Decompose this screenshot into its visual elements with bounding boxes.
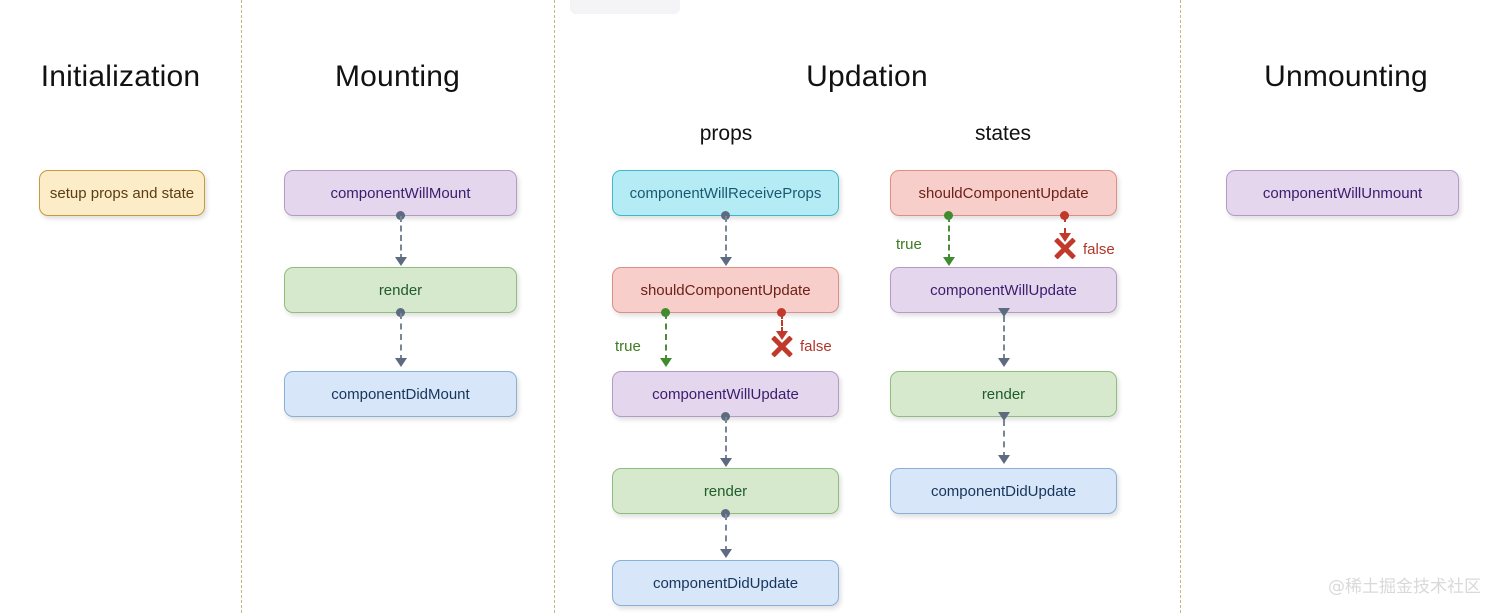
connector-line-states-1 (1003, 316, 1005, 360)
connector-arrow-props-1 (720, 257, 732, 266)
connector-arrow-mounting-2 (395, 358, 407, 367)
blocked-x-icon-props (769, 333, 795, 359)
node-mounting-render[interactable]: render (284, 267, 517, 313)
watermark: @稀土掘金技术社区 (1328, 577, 1481, 597)
branch-line-states-true (948, 216, 950, 260)
connector-line-props-3 (725, 514, 727, 552)
branch-line-props-false (781, 313, 783, 333)
phase-title-updation: Updation (806, 60, 928, 93)
top-cutoff-artifact (570, 0, 680, 14)
branch-arrow-props-true (660, 358, 672, 367)
connector-arrow-states-2 (998, 455, 1010, 464)
phase-title-unmounting: Unmounting (1264, 60, 1428, 93)
node-props-component-will-update[interactable]: componentWillUpdate (612, 371, 839, 417)
connector-dot-props-3 (721, 509, 730, 518)
connector-dot-mounting-2 (396, 308, 405, 317)
connector-line-props-2 (725, 417, 727, 461)
connector-arrow-states-1 (998, 358, 1010, 367)
node-states-component-did-update[interactable]: componentDidUpdate (890, 468, 1117, 514)
connector-arrow-props-3 (720, 549, 732, 558)
branch-arrow-props-false (776, 331, 788, 340)
connector-arrow-states-top-1 (998, 308, 1010, 317)
subheader-states: states (974, 122, 1032, 145)
connector-arrow-props-2 (720, 458, 732, 467)
subheader-props: props (699, 122, 753, 145)
connector-line-states-2 (1003, 420, 1005, 458)
connector-line-mounting-1 (400, 216, 402, 260)
branch-dot-props-false (777, 308, 786, 317)
divider-updation-unmounting (1180, 0, 1181, 613)
connector-line-props-1 (725, 216, 727, 260)
branch-dot-states-false (1060, 211, 1069, 220)
phase-title-initialization: Initialization (40, 60, 201, 93)
connector-dot-props-1 (721, 211, 730, 220)
connector-dot-props-2 (721, 412, 730, 421)
branch-label-states-true: true (896, 236, 922, 253)
node-component-will-receive-props[interactable]: componentWillReceiveProps (612, 170, 839, 216)
node-states-render[interactable]: render (890, 371, 1117, 417)
node-states-should-component-update[interactable]: shouldComponentUpdate (890, 170, 1117, 216)
branch-arrow-states-false (1059, 233, 1071, 242)
blocked-x-icon-states (1052, 235, 1078, 261)
branch-dot-props-true (661, 308, 670, 317)
branch-label-states-false: false (1083, 241, 1115, 258)
node-component-will-mount[interactable]: componentWillMount (284, 170, 517, 216)
node-props-render[interactable]: render (612, 468, 839, 514)
branch-line-props-true (665, 313, 667, 361)
node-component-did-mount[interactable]: componentDidMount (284, 371, 517, 417)
node-setup-props-and-state[interactable]: setup props and state (39, 170, 205, 216)
branch-label-props-true: true (615, 338, 641, 355)
divider-mounting-updation (554, 0, 555, 613)
connector-arrow-states-top-2 (998, 412, 1010, 421)
node-states-component-will-update[interactable]: componentWillUpdate (890, 267, 1117, 313)
node-component-will-unmount[interactable]: componentWillUnmount (1226, 170, 1459, 216)
connector-dot-mounting-1 (396, 211, 405, 220)
node-props-should-component-update[interactable]: shouldComponentUpdate (612, 267, 839, 313)
branch-line-states-false (1064, 216, 1066, 234)
branch-label-props-false: false (800, 338, 832, 355)
divider-initialization-mounting (241, 0, 242, 613)
phase-title-mounting: Mounting (334, 60, 460, 93)
branch-dot-states-true (944, 211, 953, 220)
node-props-component-did-update[interactable]: componentDidUpdate (612, 560, 839, 606)
branch-arrow-states-true (943, 257, 955, 266)
connector-line-mounting-2 (400, 313, 402, 361)
connector-arrow-mounting-1 (395, 257, 407, 266)
